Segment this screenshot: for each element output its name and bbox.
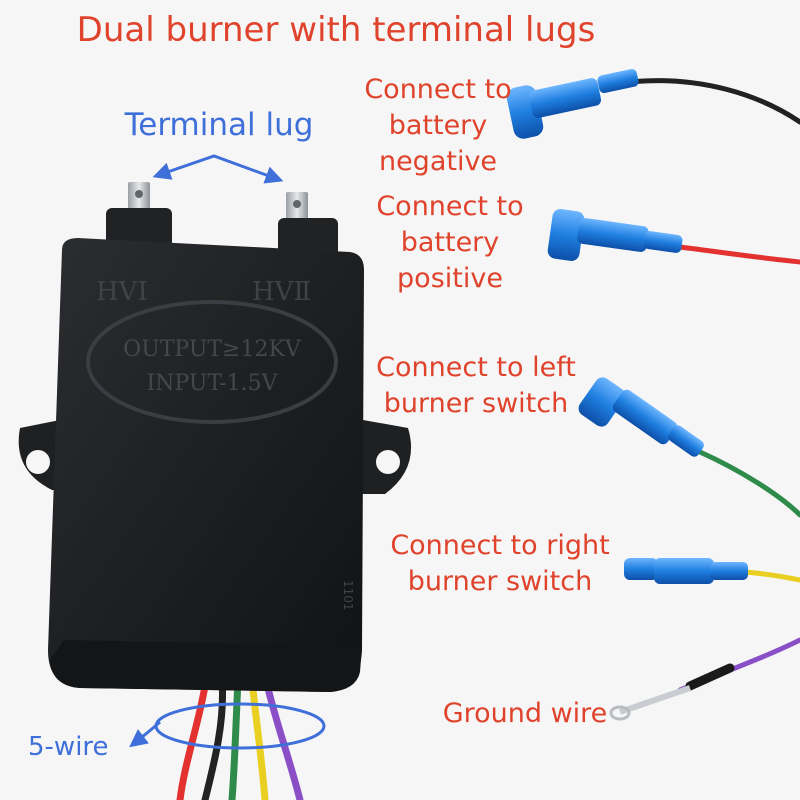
label-right-burner-switch: Connect to right burner switch xyxy=(390,530,610,597)
ignition-module: HVⅠ HVⅡ OUTPUT≥12KV INPUT-1.5V 1101 xyxy=(18,182,412,692)
label-ground-wire: Ground wire xyxy=(442,698,608,729)
five-wire-arrow xyxy=(129,720,161,748)
green-wire xyxy=(697,449,800,518)
connector-negative xyxy=(506,68,639,139)
bottom-green-wire xyxy=(228,676,242,800)
terminal-lug-left xyxy=(128,182,150,216)
bottom-black-wire xyxy=(201,676,226,800)
connector-right-burner xyxy=(624,558,748,584)
ground-ring-terminal xyxy=(609,685,691,721)
label-terminal-lug: Terminal lug xyxy=(124,107,314,143)
label-battery-positive: Connect to battery positive xyxy=(376,191,524,294)
annotations xyxy=(129,154,326,750)
bottom-purple-wire xyxy=(262,676,304,800)
terminal-lug-arrow xyxy=(152,154,284,184)
wires xyxy=(176,78,800,800)
input-rating: INPUT-1.5V xyxy=(146,371,278,396)
connector-positive xyxy=(547,209,683,261)
red-wire xyxy=(677,244,800,265)
page-title: Dual burner with terminal lugs xyxy=(76,10,596,50)
terminal-lug-right xyxy=(286,192,308,226)
label-left-burner-switch: Connect to left burner switch xyxy=(376,352,576,419)
side-mark: 1101 xyxy=(341,580,355,611)
bottom-red-wire xyxy=(176,676,210,800)
bottom-yellow-wire xyxy=(248,676,269,800)
output-rating: OUTPUT≥12KV xyxy=(123,337,302,362)
hv2-label: HVⅡ xyxy=(252,277,311,307)
label-battery-negative: Connect to battery negative xyxy=(364,74,512,177)
yellow-wire xyxy=(742,569,800,583)
hv1-label: HVⅠ xyxy=(96,277,148,307)
connector-left-burner xyxy=(578,377,704,457)
black-wire xyxy=(627,78,800,125)
label-five-wire: 5-wire xyxy=(28,732,109,762)
